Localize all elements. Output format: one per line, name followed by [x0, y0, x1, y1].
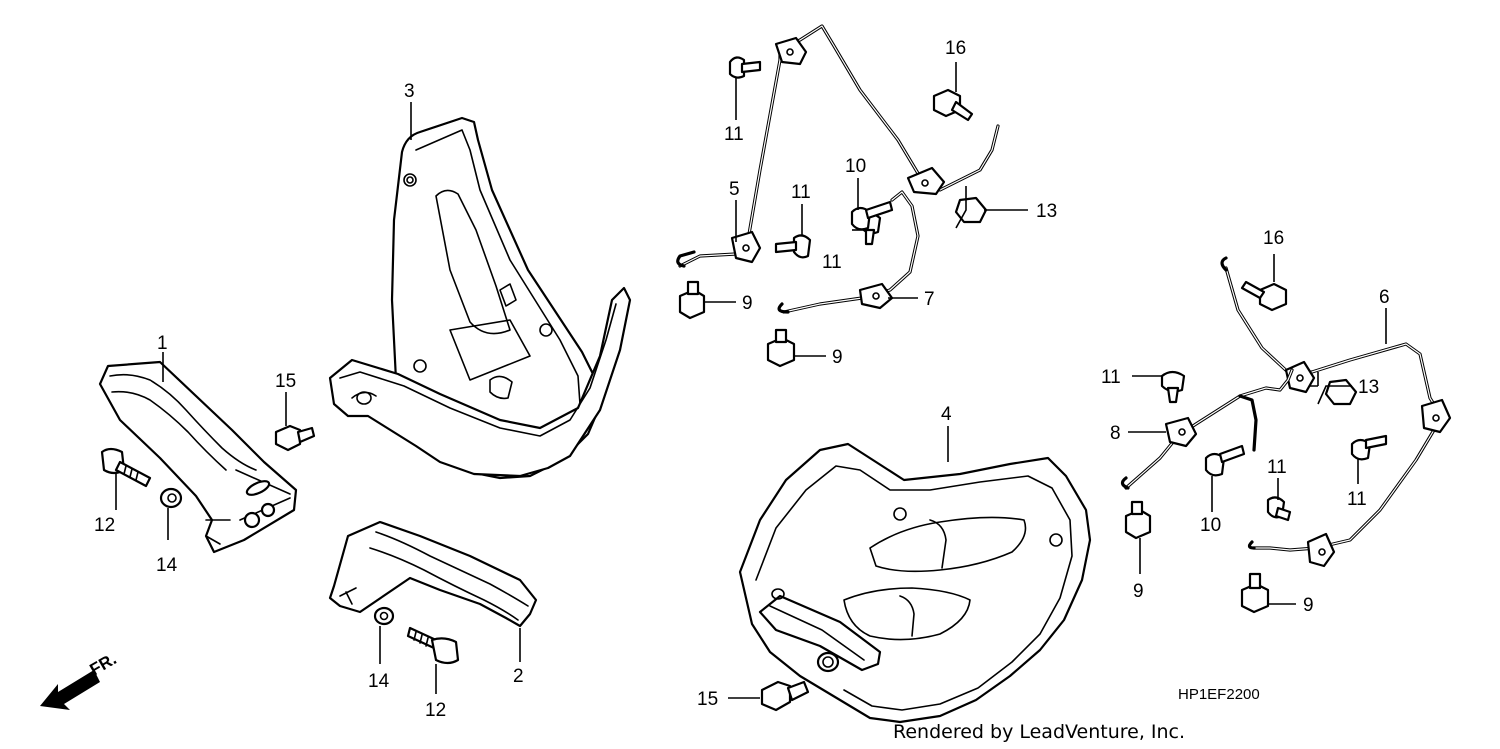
callout-10-b: 10: [1200, 515, 1221, 536]
bolt-12-left[interactable]: [100, 447, 152, 488]
callout-15-a: 15: [275, 371, 296, 392]
callout-5: 5: [729, 179, 740, 200]
stay-wire-8[interactable]: [1120, 368, 1294, 490]
screw-11-e[interactable]: [1266, 496, 1292, 522]
bolt-9-a[interactable]: [678, 280, 706, 320]
bolt-12-right[interactable]: [406, 626, 460, 665]
render-credit: Rendered by LeadVenture, Inc.: [893, 721, 1185, 743]
callout-15-b: 15: [697, 689, 718, 710]
bolt-16-a[interactable]: [932, 88, 974, 122]
bolt-9-d[interactable]: [1240, 572, 1270, 614]
callout-9-d: 9: [1303, 595, 1314, 616]
washer-14-left[interactable]: [159, 487, 183, 509]
washer-14-right[interactable]: [373, 606, 395, 626]
callout-11-b: 11: [791, 182, 811, 203]
screw-11-f[interactable]: [1350, 434, 1388, 461]
callout-8: 8: [1110, 423, 1121, 444]
callout-13-b: 13: [1358, 377, 1379, 398]
bolt-16-b[interactable]: [1240, 280, 1288, 312]
callout-2: 2: [513, 666, 524, 687]
callout-11-c: 11: [822, 252, 842, 273]
callout-3: 3: [404, 81, 415, 102]
footguard-left-part[interactable]: [328, 116, 632, 480]
right-step-part[interactable]: [328, 520, 538, 628]
bolt-9-c[interactable]: [1124, 500, 1152, 540]
callout-labels: 1 2 3 4 5 6 7 8 9 9 9 9 10 10 11 11 11 1…: [94, 38, 1390, 721]
diagram-code: HP1EF2200: [1178, 686, 1260, 703]
leader-lines: [115, 62, 1387, 699]
nut-13-b[interactable]: [1324, 378, 1358, 406]
callout-11-e: 11: [1267, 457, 1287, 478]
footguard-right-part[interactable]: [738, 442, 1092, 724]
callout-7: 7: [924, 289, 935, 310]
callout-4: 4: [941, 404, 952, 425]
stay-wire-6[interactable]: [1220, 256, 1452, 568]
callout-11-a: 11: [724, 124, 744, 145]
screw-11-b[interactable]: [774, 234, 812, 259]
stay-wire-7[interactable]: [777, 190, 920, 314]
front-arrow-icon: [40, 670, 100, 710]
bolt-15-lower[interactable]: [760, 680, 810, 712]
callout-14-b: 14: [368, 671, 390, 692]
bolt-9-b[interactable]: [766, 328, 796, 368]
callout-16-a: 16: [945, 38, 966, 59]
screw-11-a[interactable]: [728, 56, 762, 79]
callout-11-d: 11: [1101, 367, 1121, 388]
callout-12-b: 12: [425, 700, 446, 721]
callout-6: 6: [1379, 287, 1390, 308]
callout-9-a: 9: [742, 293, 753, 314]
callout-9-c: 9: [1133, 581, 1144, 602]
front-direction-indicator: FR.: [40, 649, 120, 710]
callout-12-a: 12: [94, 515, 115, 536]
callout-11-f: 11: [1347, 489, 1367, 510]
bolt-10-b[interactable]: [1204, 444, 1246, 477]
callout-10-a: 10: [845, 156, 866, 177]
stay-wire-5[interactable]: [676, 24, 1000, 268]
bolt-10-a[interactable]: [850, 200, 894, 231]
callout-16-b: 16: [1263, 228, 1284, 249]
callout-13-a: 13: [1036, 201, 1057, 222]
callout-9-b: 9: [832, 347, 843, 368]
left-step-part[interactable]: [98, 360, 298, 554]
callout-14-a: 14: [156, 555, 178, 576]
bolt-15-upper[interactable]: [274, 424, 316, 452]
screw-11-d[interactable]: [1160, 370, 1186, 404]
callout-1: 1: [157, 333, 168, 354]
